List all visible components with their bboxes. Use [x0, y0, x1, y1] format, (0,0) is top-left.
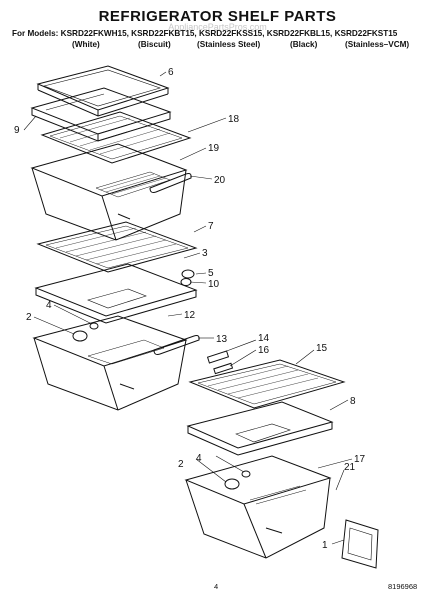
page-number: 4 [214, 582, 219, 591]
finish-black: (Black) [290, 40, 318, 49]
document-number: 8196968 [388, 582, 418, 591]
callout-10: 10 [208, 279, 220, 290]
callout-19: 19 [208, 143, 220, 154]
callout-5: 5 [208, 268, 214, 279]
callout-3: 3 [202, 248, 208, 259]
part-2-4-knob-right [224, 470, 251, 490]
part-8-frame [186, 401, 334, 456]
page-title: REFRIGERATOR SHELF PARTS [98, 8, 337, 25]
part-15-glass-shelf [188, 359, 346, 409]
callout-21: 21 [344, 462, 356, 473]
part-7-glass-insert [36, 221, 198, 273]
callout-20: 20 [214, 175, 226, 186]
part-1-label [341, 519, 379, 569]
part-14-16-brackets [206, 350, 234, 375]
callout-16: 16 [258, 345, 270, 356]
callout-4-right: 4 [196, 453, 202, 464]
part-12-pan [32, 315, 188, 411]
callout-9: 9 [14, 125, 20, 136]
part-5-10-knob [180, 269, 195, 286]
callout-13: 13 [216, 334, 228, 345]
part-19-crisper-pan [30, 143, 188, 241]
finish-stainless-vcm: (Stainless–VCM) [345, 40, 410, 49]
callout-15: 15 [316, 343, 328, 354]
callout-17: 17 [354, 454, 366, 465]
part-17-crisper-pan [184, 455, 332, 559]
callout-numbers: 6 9 18 19 20 7 3 5 10 2 4 12 13 14 16 15… [14, 67, 366, 551]
callout-7: 7 [208, 221, 214, 232]
watermark: AppliancePartsPros.com [168, 22, 267, 32]
callout-4-left: 4 [46, 300, 52, 311]
part-2-4-knob-left [72, 322, 99, 342]
part-13-trim [153, 335, 200, 355]
part-3-frame [34, 263, 198, 324]
callout-1: 1 [322, 540, 328, 551]
callout-14: 14 [258, 333, 270, 344]
callout-12: 12 [184, 310, 196, 321]
callout-2-right: 2 [178, 459, 184, 470]
finish-biscuit: (Biscuit) [138, 40, 171, 49]
part-6-glass-shelf [36, 65, 170, 117]
part-20-trim [149, 173, 192, 193]
leader-lines [23, 71, 353, 545]
models-line: For Models: KSRD22FKWH15, KSRD22FKBT15, … [12, 29, 398, 38]
callout-8: 8 [350, 396, 356, 407]
callout-6: 6 [168, 67, 174, 78]
finish-stainless: (Stainless Steel) [197, 40, 261, 49]
finish-white: (White) [72, 40, 100, 49]
callout-18: 18 [228, 114, 240, 125]
callout-2-left: 2 [26, 312, 32, 323]
